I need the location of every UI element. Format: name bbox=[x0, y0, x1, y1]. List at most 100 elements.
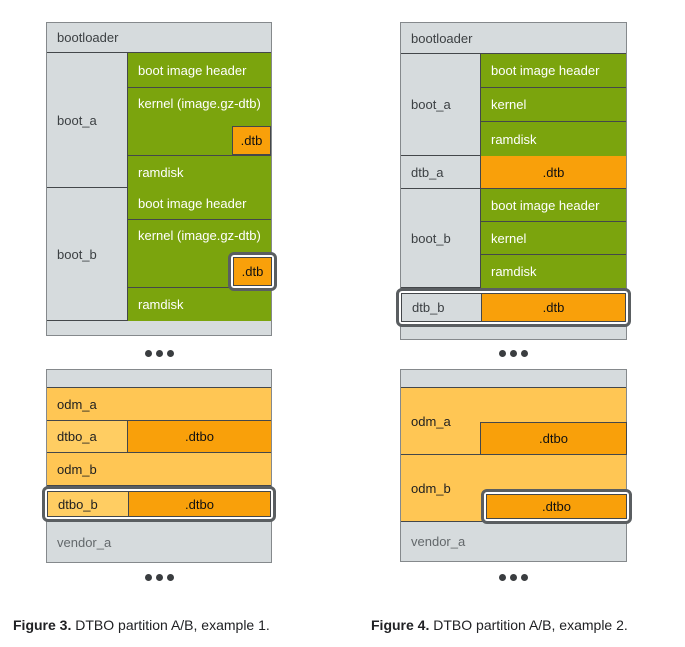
ellipsis-dot bbox=[156, 574, 163, 581]
fig4-odm-b-partition: odm_b .dtbo bbox=[401, 455, 632, 524]
fig4-dtb-a-label: dtb_a bbox=[411, 164, 444, 180]
fig3-boot-b-kernel-label: kernel (image.gz-dtb) bbox=[138, 228, 261, 243]
fig3-boot-a-label-cell: boot_a bbox=[47, 53, 128, 187]
fig3-odm-a-label: odm_a bbox=[57, 396, 97, 412]
ellipsis-dot bbox=[167, 350, 174, 357]
fig4-boot-a-ramdisk-cell: ramdisk bbox=[481, 122, 626, 156]
fig3-boot-a-content: boot image header kernel (image.gz-dtb) … bbox=[128, 53, 271, 188]
ellipsis-dot bbox=[145, 574, 152, 581]
fig4-caption-text: DTBO partition A/B, example 2. bbox=[429, 617, 628, 633]
fig4-dtb-b-label: dtb_b bbox=[412, 300, 445, 315]
fig3-dtbo-b-highlight: dtbo_b .dtbo bbox=[42, 486, 276, 522]
fig4-boot-a-label-cell: boot_a bbox=[401, 54, 481, 155]
fig4-boot-a-kernel-cell: kernel bbox=[481, 88, 626, 122]
fig4-caption-label: Figure 4. bbox=[371, 617, 430, 633]
fig4-boot-b-kernel-label: kernel bbox=[491, 230, 527, 246]
fig3-top-block: bootloader boot_a boot image header kern… bbox=[46, 22, 277, 336]
fig3-boot-b-label-cell: boot_b bbox=[47, 188, 128, 320]
ellipsis-dot bbox=[499, 350, 506, 357]
fig3-boot-b-dtb-box: .dtb bbox=[233, 257, 272, 286]
fig4-odm-a-label: odm_a bbox=[411, 413, 451, 429]
fig3-bootloader-partition: bootloader bbox=[47, 23, 271, 53]
fig3-dtbo-b-value: .dtbo bbox=[185, 496, 214, 512]
fig4-dtb-a-value: .dtb bbox=[542, 164, 565, 180]
fig3-boot-b-header-cell: boot image header bbox=[128, 188, 271, 220]
fig3-dtbo-a-label-cell: dtbo_a bbox=[47, 421, 128, 452]
fig3-boot-a-partition: boot_a boot image header kernel (image.g… bbox=[47, 53, 271, 188]
fig3-bootloader-label: bootloader bbox=[57, 30, 119, 45]
fig4-boot-a-partition: boot_a boot image header kernel ramdisk bbox=[401, 54, 626, 156]
fig3-caption-text: DTBO partition A/B, example 1. bbox=[71, 617, 270, 633]
fig3-dtbo-a-value-cell: .dtbo bbox=[128, 421, 271, 452]
fig3-partition-cutoff-strip bbox=[47, 321, 271, 335]
fig4-boot-b-content: boot image header kernel ramdisk bbox=[481, 189, 626, 288]
fig4-dtb-a-value-cell: .dtb bbox=[481, 156, 626, 188]
fig4-boot-b-kernel-cell: kernel bbox=[481, 222, 626, 255]
ellipsis-dot bbox=[145, 350, 152, 357]
fig3-ellipsis-bottom bbox=[145, 574, 174, 581]
fig4-odm-a-dtbo-box: .dtbo bbox=[480, 422, 627, 455]
ellipsis-dot bbox=[510, 574, 517, 581]
fig3-bottom-cutoff-strip bbox=[47, 370, 271, 388]
fig3-boot-b-kernel-cell: kernel (image.gz-dtb) .dtb bbox=[128, 220, 277, 291]
fig3-boot-b-content: boot image header kernel (image.gz-dtb) … bbox=[128, 188, 277, 321]
fig4-dtb-a-partition: dtb_a .dtb bbox=[401, 156, 626, 189]
fig3-dtbo-a-value: .dtbo bbox=[185, 429, 214, 444]
fig3-boot-b-dtb-highlight: .dtb bbox=[228, 252, 277, 291]
ellipsis-dot bbox=[521, 350, 528, 357]
fig4-ellipsis-bottom bbox=[499, 574, 528, 581]
fig4-boot-a-kernel-label: kernel bbox=[491, 97, 527, 112]
fig3-boot-a-kernel-cell: kernel (image.gz-dtb) .dtb bbox=[128, 88, 271, 156]
fig3-dtbo-b-value-cell: .dtbo bbox=[129, 492, 270, 516]
fig3-boot-a-ramdisk-label: ramdisk bbox=[138, 164, 184, 180]
ellipsis-dot bbox=[510, 350, 517, 357]
fig4-dtb-a-label-cell: dtb_a bbox=[401, 156, 481, 188]
fig4-dtb-b-value: .dtb bbox=[542, 300, 565, 315]
fig3-boot-a-dtb-box: .dtb bbox=[232, 126, 271, 155]
fig4-boot-a-label: boot_a bbox=[411, 97, 451, 112]
fig4-boot-b-header-cell: boot image header bbox=[481, 189, 626, 222]
fig3-boot-a-label: boot_a bbox=[57, 112, 97, 128]
fig3-boot-b-ramdisk-label: ramdisk bbox=[138, 297, 184, 312]
fig4-boot-b-ramdisk-cell: ramdisk bbox=[481, 255, 626, 288]
fig4-odm-b-dtbo-highlight: .dtbo bbox=[481, 489, 632, 524]
fig4-boot-b-ramdisk-label: ramdisk bbox=[491, 264, 537, 279]
fig4-boot-a-content: boot image header kernel ramdisk bbox=[481, 54, 626, 156]
fig4-boot-b-header-label: boot image header bbox=[491, 197, 600, 213]
fig3-dtbo-b-label: dtbo_b bbox=[58, 496, 98, 512]
fig4-odm-b-dtbo-box: .dtbo bbox=[486, 494, 627, 519]
fig3-boot-b-ramdisk-cell: ramdisk bbox=[128, 288, 271, 321]
fig3-dtbo-b-partition: dtbo_b .dtbo bbox=[47, 491, 271, 517]
fig4-odm-b-label: odm_b bbox=[411, 480, 451, 496]
fig4-vendor-a-partition: vendor_a bbox=[401, 522, 626, 561]
fig3-odm-b-label: odm_b bbox=[57, 461, 97, 477]
fig4-bootloader-label: bootloader bbox=[411, 30, 473, 46]
fig4-dtb-b-partition: dtb_b .dtb bbox=[401, 293, 626, 322]
fig3-vendor-a-partition: vendor_a bbox=[47, 522, 271, 562]
fig3-boot-a-header-cell: boot image header bbox=[128, 53, 271, 88]
fig3-boot-b-dtb-label: .dtb bbox=[241, 264, 264, 279]
fig4-boot-b-label: boot_b bbox=[411, 230, 451, 246]
fig3-dtbo-a-label: dtbo_a bbox=[57, 429, 97, 444]
fig3-boot-a-header-label: boot image header bbox=[138, 62, 247, 78]
ellipsis-dot bbox=[499, 574, 506, 581]
fig3-boot-a-dtb-label: .dtb bbox=[240, 133, 263, 148]
fig4-partition-cutoff-strip bbox=[401, 327, 626, 339]
fig4-ellipsis-top bbox=[499, 350, 528, 357]
fig4-dtb-b-label-cell: dtb_b bbox=[402, 294, 482, 321]
fig4-odm-a-dtbo-label: .dtbo bbox=[539, 431, 568, 446]
fig4-boot-b-label-cell: boot_b bbox=[401, 189, 481, 287]
fig4-vendor-a-label: vendor_a bbox=[411, 534, 466, 549]
fig3-boot-a-kernel-label: kernel (image.gz-dtb) bbox=[138, 96, 261, 111]
fig3-caption-label: Figure 3. bbox=[13, 617, 72, 633]
fig3-boot-b-header-label: boot image header bbox=[138, 196, 247, 211]
fig3-caption: Figure 3. DTBO partition A/B, example 1. bbox=[13, 617, 270, 633]
fig4-bootloader-partition: bootloader bbox=[401, 23, 626, 54]
fig4-caption: Figure 4. DTBO partition A/B, example 2. bbox=[371, 617, 628, 633]
fig3-boot-a-ramdisk-cell: ramdisk bbox=[128, 156, 271, 188]
fig4-dtb-b-highlight: dtb_b .dtb bbox=[396, 288, 631, 327]
fig4-odm-b-dtbo-label: .dtbo bbox=[542, 499, 571, 514]
fig3-vendor-a-label: vendor_a bbox=[57, 534, 112, 550]
ellipsis-dot bbox=[156, 350, 163, 357]
fig3-odm-b-partition: odm_b bbox=[47, 453, 271, 486]
